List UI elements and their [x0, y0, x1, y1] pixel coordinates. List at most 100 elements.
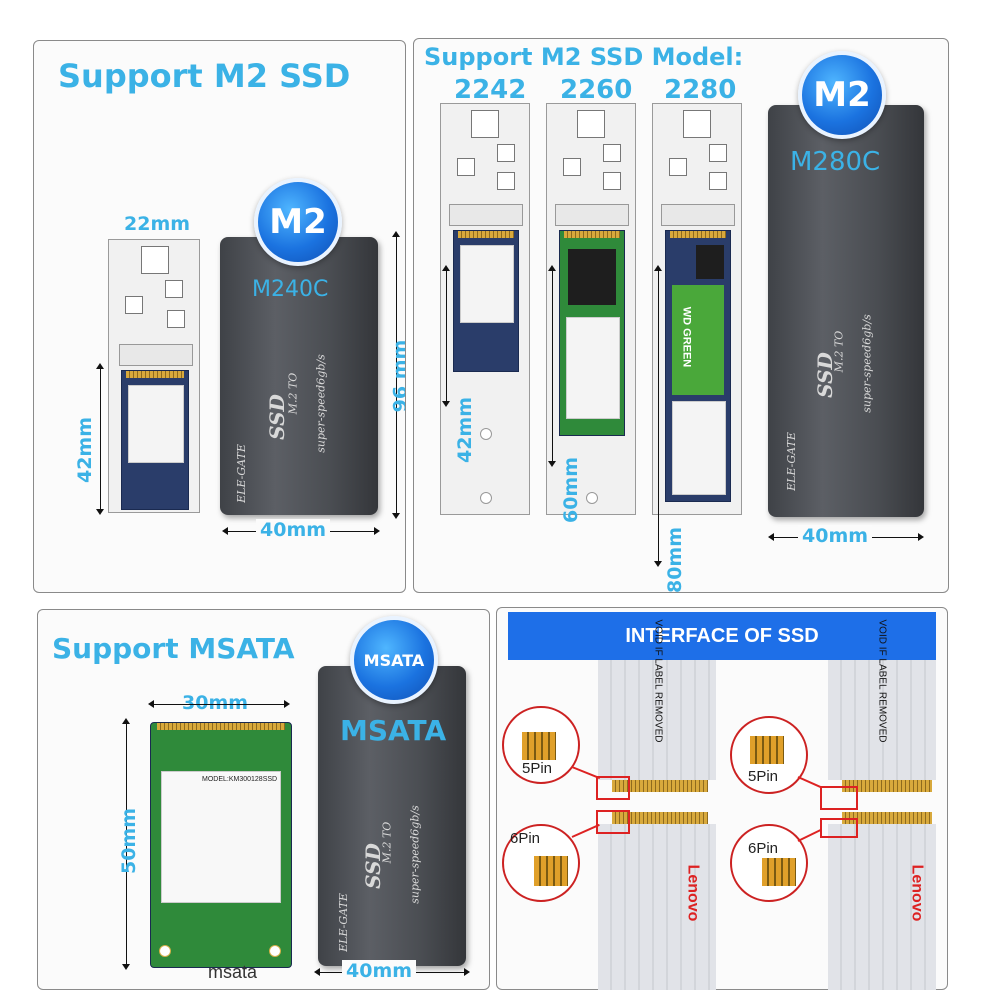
tray-square	[457, 158, 475, 176]
pin6-label: 6Pin	[748, 840, 779, 857]
msata-card: MODEL:KM300128SSD	[150, 722, 292, 968]
enclosure-height-arrow	[392, 231, 400, 519]
height-label-2242: 42mm	[454, 396, 477, 464]
height-arrow-2280	[654, 265, 662, 567]
tray-square	[709, 172, 727, 190]
msata-label: MODEL:KM300128SSD	[161, 771, 281, 903]
screw-hole	[586, 492, 598, 504]
tray-square	[165, 280, 183, 298]
enclosure-height-label: 96 mm	[389, 339, 406, 413]
tray-square	[563, 158, 581, 176]
msata-enclosure: ELE-GATE M.2 TO super-speed6gb/s SSD	[318, 666, 466, 966]
pin5-label: 5Pin	[522, 760, 553, 777]
tray-square	[497, 172, 515, 190]
engrave-brand: ELE-GATE	[336, 893, 350, 952]
height-label: 50mm	[118, 807, 141, 875]
ssd-label	[566, 317, 620, 419]
card-caption: msata	[208, 962, 258, 982]
pin6-highlight	[596, 810, 630, 834]
gold-contacts	[157, 723, 285, 730]
brand-text: Lenovo	[908, 864, 926, 922]
size-2280: 2280	[664, 75, 737, 105]
height-label-2260: 60mm	[560, 456, 583, 524]
ssd-stick-bottom-right: Lenovo	[828, 824, 936, 990]
gold-contacts	[564, 231, 620, 238]
m2-badge: M2	[254, 178, 342, 266]
engrave-line2: super-speed6gb/s	[408, 805, 422, 904]
pin6-zoom	[730, 824, 808, 902]
wd-green-text: WD GREEN	[680, 306, 693, 368]
msata-badge: MSATA	[350, 616, 438, 704]
width-arrow	[148, 700, 290, 708]
ssd-label	[128, 385, 184, 463]
tray-2260	[546, 103, 636, 515]
ssd-stick-top-right: VOID IF LABEL REMOVED	[828, 620, 936, 780]
pin5-zoom	[730, 716, 808, 794]
tray-square	[603, 172, 621, 190]
tray-square	[125, 296, 143, 314]
m2-badge: M2	[798, 51, 886, 139]
pin6-highlight	[820, 818, 858, 838]
enclosure-width-label: 40mm	[342, 960, 417, 982]
ssd-card-2280: WD GREEN	[665, 230, 731, 502]
wd-green-label: WD GREEN	[672, 285, 724, 395]
height-label: 42mm	[74, 416, 97, 484]
screw-hole	[480, 492, 492, 504]
m2-enclosure: ELE-GATE M.2 TO super-speed6gb/s SSD	[220, 237, 378, 515]
tray-square	[669, 158, 687, 176]
screw-hole	[480, 428, 492, 440]
size-2260: 2260	[560, 75, 633, 105]
interface-title: INTERFACE OF SSD	[508, 612, 936, 660]
enclosure-width-label: 40mm	[256, 519, 331, 541]
panel-title: Support MSATA	[52, 632, 295, 665]
height-arrow-2242	[442, 265, 450, 407]
gold-contacts	[458, 231, 514, 238]
model-label: MSATA	[340, 714, 447, 747]
tray-square	[603, 144, 621, 162]
pin5-highlight	[596, 776, 630, 800]
ssd-card-2242	[121, 370, 189, 510]
engrave-logo: SSD	[812, 352, 837, 398]
width-label: 22mm	[124, 213, 191, 235]
tray-square	[709, 144, 727, 162]
enclosure-width-label: 40mm	[798, 525, 873, 547]
height-arrow-2260	[548, 265, 556, 467]
pin-contacts	[762, 858, 796, 886]
screw-hole	[159, 945, 171, 957]
pin6-label: 6Pin	[510, 830, 541, 847]
tray-2280: WD GREEN	[652, 103, 742, 515]
tray-square	[497, 144, 515, 162]
ssd-stick-bottom-left: Lenovo	[598, 824, 716, 990]
panel-m2: Support M2 SSD 22mm 42mm ELE-GATE M.2 TO…	[33, 40, 406, 593]
m280c-enclosure: ELE-GATE M.2 TO super-speed6gb/s SSD	[768, 105, 924, 517]
gold-contacts	[126, 371, 184, 378]
brand-text: Lenovo	[684, 864, 702, 922]
tray-square	[577, 110, 605, 138]
pin-contacts	[534, 856, 568, 886]
pin5-label: 5Pin	[748, 768, 779, 785]
pin5-highlight	[820, 786, 858, 810]
gold-contacts	[612, 780, 708, 792]
tray-2242	[440, 103, 530, 515]
ssd-stick-top-left: VOID IF LABEL REMOVED	[598, 620, 716, 780]
stick-label	[828, 824, 936, 990]
stick-label	[828, 660, 936, 780]
tray-square	[471, 110, 499, 138]
panel-m2-models: Support M2 SSD Model: 2242 2260 2280 42m…	[413, 38, 949, 593]
gold-contacts	[842, 812, 932, 824]
width-label: 30mm	[182, 692, 249, 714]
pin-contacts	[750, 736, 784, 764]
tray-square	[141, 246, 169, 274]
pin6-zoom	[502, 824, 580, 902]
ssd-card-2242	[453, 230, 519, 372]
m2-tray	[108, 239, 200, 513]
engrave-line2: super-speed6gb/s	[314, 354, 328, 453]
msata-model-text: MODEL:KM300128SSD	[202, 776, 278, 783]
pin5-zoom	[502, 706, 580, 784]
size-2242: 2242	[454, 75, 527, 105]
engrave-logo: SSD	[264, 394, 289, 440]
pin-contacts	[522, 732, 556, 760]
panel-title: Support M2 SSD Model:	[424, 43, 744, 71]
height-arrow	[96, 363, 104, 515]
ssd-label	[672, 401, 726, 495]
